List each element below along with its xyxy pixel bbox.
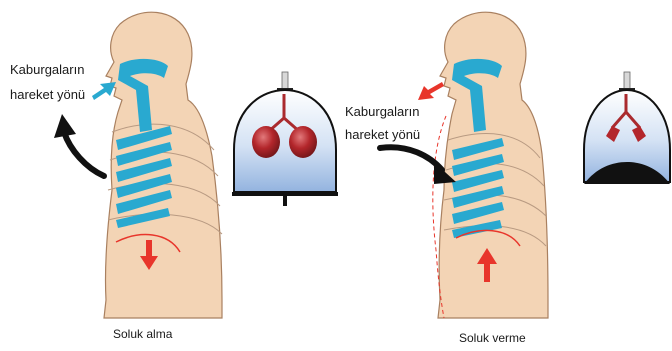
inhale-label-line2: hareket yönü xyxy=(10,87,85,103)
inhale-bell-jar xyxy=(232,72,338,206)
exhale-air-arrow xyxy=(418,82,444,100)
inhale-figure xyxy=(54,12,222,318)
inhale-caption: Soluk alma xyxy=(113,327,172,341)
exhale-caption: Soluk verme xyxy=(459,331,526,345)
exhale-label-line1: Kaburgaların xyxy=(345,104,420,120)
inhale-label-line1: Kaburgaların xyxy=(10,62,85,78)
inhale-rib-label: Kaburgaların hareket yönü xyxy=(10,62,85,102)
inhale-rib-arrow-head xyxy=(54,114,76,138)
inhale-diaphragm-sheet xyxy=(232,192,338,196)
exhale-label-line2: hareket yönü xyxy=(345,127,420,143)
inhale-lung-right xyxy=(289,126,317,158)
exhale-rib-label: Kaburgaların hareket yönü xyxy=(345,104,420,142)
exhale-bell-jar xyxy=(584,72,670,184)
exhale-body xyxy=(438,12,548,318)
exhale-figure xyxy=(380,12,548,318)
inhale-air-arrow xyxy=(92,82,116,100)
inhale-lung-left xyxy=(252,126,280,158)
